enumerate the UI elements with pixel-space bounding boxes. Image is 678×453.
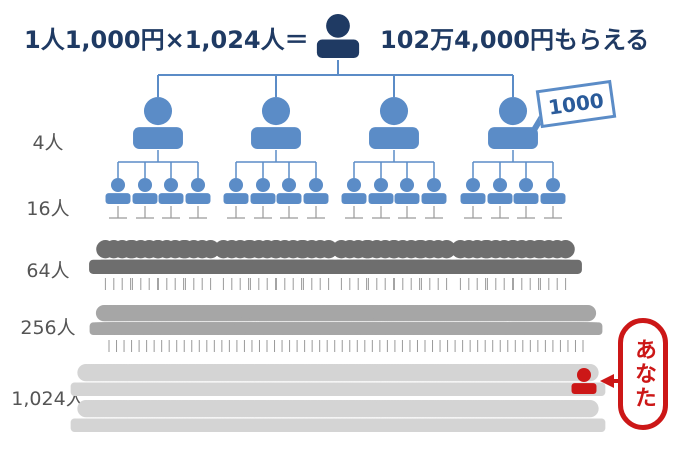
tier1-person-icon — [369, 97, 419, 149]
top-person-icon — [316, 13, 360, 58]
tier5-person-icon — [574, 400, 606, 432]
level-label-256: 256人 — [20, 317, 76, 339]
you-person-icon — [571, 368, 597, 394]
tier2-person-icon — [185, 178, 211, 204]
level-label-4: 4人 — [32, 132, 64, 154]
tier3-person-icon — [549, 240, 582, 274]
you-label: あなた — [631, 338, 656, 410]
tier2-person-icon — [394, 178, 420, 204]
tier2-person-icon — [276, 178, 302, 204]
arrow-left-icon — [600, 374, 614, 388]
tier2-person-icon — [487, 178, 513, 204]
you-callout: あなた — [618, 318, 668, 430]
headline-right: 102万4,000円もらえる — [380, 26, 650, 54]
tier2-person-icon — [223, 178, 249, 204]
tier2-person-icon — [303, 178, 329, 204]
sign-text: 1000 — [546, 88, 606, 120]
tier2-person-icon — [460, 178, 486, 204]
tier2-person-icon — [421, 178, 447, 204]
tier1-person-icon — [133, 97, 183, 149]
tier2-person-icon — [341, 178, 367, 204]
tier2-person-icon — [368, 178, 394, 204]
level-label-1024: 1,024人 — [11, 388, 85, 410]
level-label-64: 64人 — [26, 260, 70, 282]
tier2-person-icon — [105, 178, 131, 204]
tier1-person-icon — [251, 97, 301, 149]
tier4-person-icon — [573, 305, 603, 335]
level-label-16: 16人 — [26, 198, 70, 220]
tier2-person-icon — [250, 178, 276, 204]
tier2-person-icon — [132, 178, 158, 204]
tier2-person-icon — [540, 178, 566, 204]
tier2-person-icon — [513, 178, 539, 204]
tier1-person-icon — [488, 97, 538, 149]
headline-left: 1人1,000円×1,024人＝ — [24, 26, 309, 54]
tier2-person-icon — [158, 178, 184, 204]
